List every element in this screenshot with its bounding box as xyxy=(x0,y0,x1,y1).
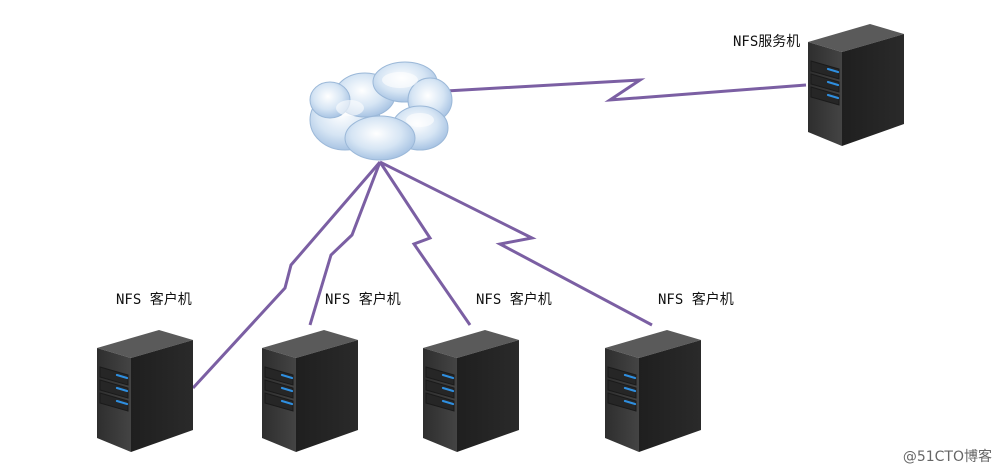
nfs-client-1-label: NFS 客户机 xyxy=(116,292,192,308)
nfs-client-1-icon xyxy=(95,328,195,454)
nfs-client-3-label: NFS 客户机 xyxy=(476,292,552,308)
watermark: @51CTO博客 xyxy=(902,449,992,465)
link-cloud-to-client-1 xyxy=(191,161,382,390)
link-cloud-to-client-4 xyxy=(379,160,653,327)
nfs-client-2-icon xyxy=(260,328,360,454)
nfs-client-4-label: NFS 客户机 xyxy=(658,292,734,308)
nfs-server-icon xyxy=(806,22,906,148)
nfs-client-3-icon xyxy=(421,328,521,454)
network-links xyxy=(191,78,807,390)
cloud-icon xyxy=(309,61,453,161)
nfs-client-4-icon xyxy=(603,328,703,454)
nfs-server-label: NFS服务机 xyxy=(733,34,801,50)
link-cloud-to-client-3 xyxy=(378,161,472,326)
nfs-client-2-label: NFS 客户机 xyxy=(325,292,401,308)
link-cloud-to-server xyxy=(445,78,807,102)
link-cloud-to-client-2 xyxy=(308,161,382,326)
